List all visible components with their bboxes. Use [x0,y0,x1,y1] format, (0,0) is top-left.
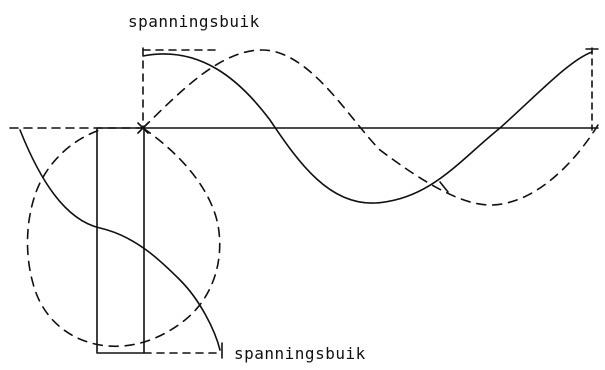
solid-wave-tick [439,181,449,193]
solid-wave-right [142,51,593,204]
dashed-wave-right [142,49,599,206]
top-label: spanningsbuik [128,12,260,31]
dashed-wave-left [26,127,221,348]
origin-mark [137,122,149,134]
solid-wave-left [19,129,221,351]
resonance-tube [96,127,145,354]
bottom-label: spanningsbuik [234,344,366,363]
